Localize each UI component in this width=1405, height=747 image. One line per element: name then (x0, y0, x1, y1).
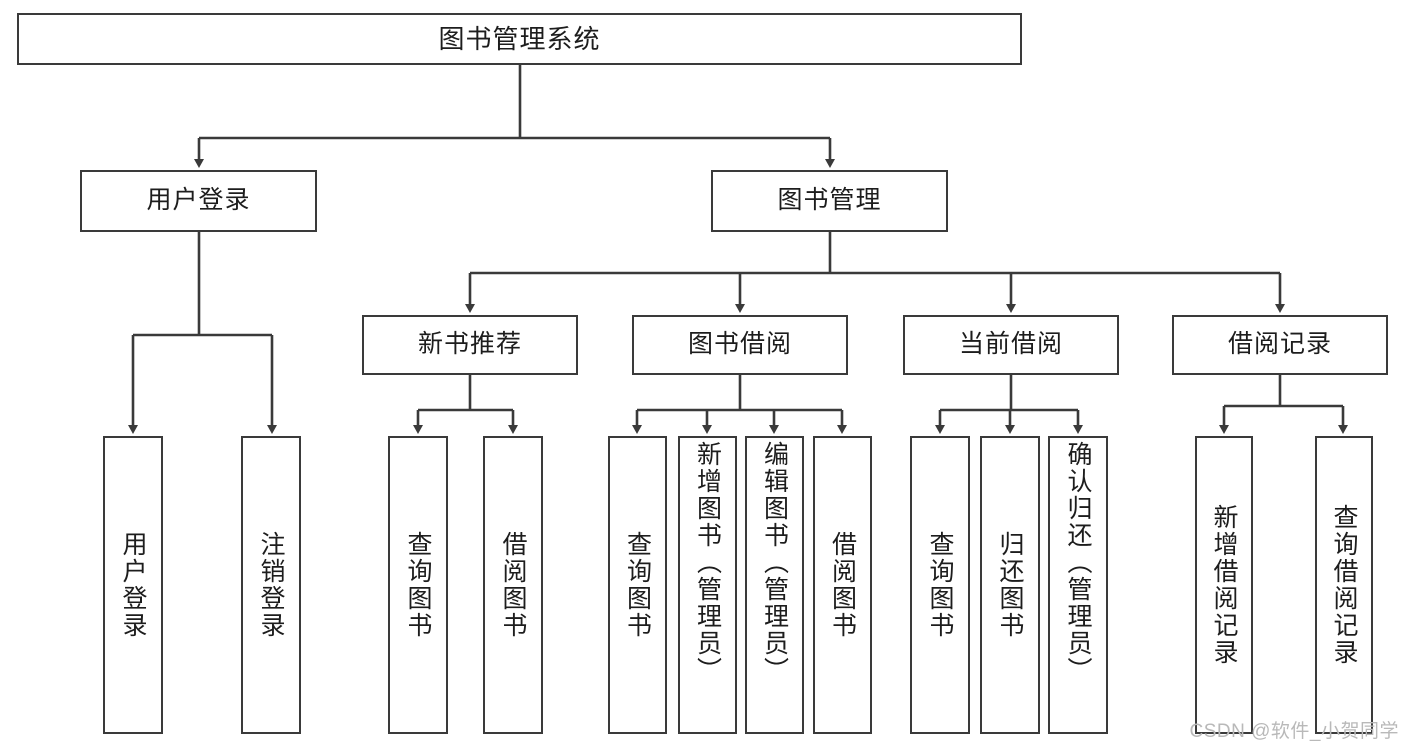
node-label: 当前借阅 (958, 330, 1063, 359)
leaf-user-login-logout[interactable]: 注销登录 (241, 436, 301, 734)
leaf-borrow-edit-book-admin[interactable]: 编辑图书（管理员） (745, 436, 804, 734)
node-label: 注销登录 (257, 531, 285, 639)
node-current-borrow[interactable]: 当前借阅 (903, 315, 1119, 375)
node-label: 查询图书 (404, 531, 432, 639)
node-label: 用户登录 (146, 186, 251, 215)
leaf-inner: 查询图书 (390, 438, 446, 732)
node-label: 新书推荐 (417, 330, 522, 359)
node-label: 查询图书 (623, 531, 652, 639)
node-label: 编辑图书（管理员） (760, 441, 789, 684)
node-label: 图书管理系统 (438, 23, 601, 54)
node-label: 用户登录 (119, 531, 147, 639)
leaf-inner: 注销登录 (243, 438, 299, 732)
node-label: 借阅图书 (499, 531, 527, 639)
node-user-login[interactable]: 用户登录 (80, 170, 317, 232)
leaf-current-query-book[interactable]: 查询图书 (910, 436, 970, 734)
node-borrow-record[interactable]: 借阅记录 (1172, 315, 1388, 375)
leaf-user-login-login[interactable]: 用户登录 (103, 436, 163, 734)
leaf-current-confirm-return-admin[interactable]: 确认归还（管理员） (1048, 436, 1108, 734)
node-root-book-management-system[interactable]: 图书管理系统 (17, 13, 1022, 65)
leaf-current-return-book[interactable]: 归还图书 (980, 436, 1040, 734)
leaf-recommend-query-book[interactable]: 查询图书 (388, 436, 448, 734)
node-book-borrow[interactable]: 图书借阅 (632, 315, 848, 375)
leaf-recommend-borrow-book[interactable]: 借阅图书 (483, 436, 543, 734)
node-label: 查询借阅记录 (1330, 504, 1358, 666)
leaf-inner: 查询借阅记录 (1317, 438, 1371, 732)
node-label: 图书管理 (777, 186, 882, 215)
leaf-borrow-query-book[interactable]: 查询图书 (608, 436, 667, 734)
watermark: CSDN @软件_小贺同学 (1189, 721, 1399, 742)
node-label: 新增借阅记录 (1210, 504, 1238, 666)
leaf-inner: 查询图书 (912, 438, 968, 732)
leaf-inner: 借阅图书 (485, 438, 541, 732)
node-label: 确认归还（管理员） (1064, 441, 1092, 684)
node-label: 借阅图书 (828, 531, 857, 639)
leaf-borrow-add-book-admin[interactable]: 新增图书（管理员） (678, 436, 737, 734)
node-label: 借阅记录 (1227, 330, 1332, 359)
leaf-record-query-borrow-record[interactable]: 查询借阅记录 (1315, 436, 1373, 734)
node-label: 新增图书（管理员） (693, 441, 722, 684)
leaf-inner: 新增图书（管理员） (680, 435, 735, 735)
leaf-inner: 新增借阅记录 (1197, 438, 1251, 732)
leaf-inner: 归还图书 (982, 438, 1038, 732)
node-label: 图书借阅 (687, 330, 792, 359)
node-new-book-recommend[interactable]: 新书推荐 (362, 315, 578, 375)
leaf-inner: 用户登录 (105, 438, 161, 732)
leaf-inner: 查询图书 (610, 438, 665, 732)
leaf-inner: 借阅图书 (815, 438, 870, 732)
leaf-record-add-borrow-record[interactable]: 新增借阅记录 (1195, 436, 1253, 734)
leaf-inner: 编辑图书（管理员） (747, 435, 802, 735)
leaf-borrow-borrow-book[interactable]: 借阅图书 (813, 436, 872, 734)
node-label: 查询图书 (926, 531, 954, 639)
leaf-inner: 确认归还（管理员） (1050, 435, 1106, 735)
node-label: 归还图书 (996, 531, 1024, 639)
node-book-management[interactable]: 图书管理 (711, 170, 948, 232)
